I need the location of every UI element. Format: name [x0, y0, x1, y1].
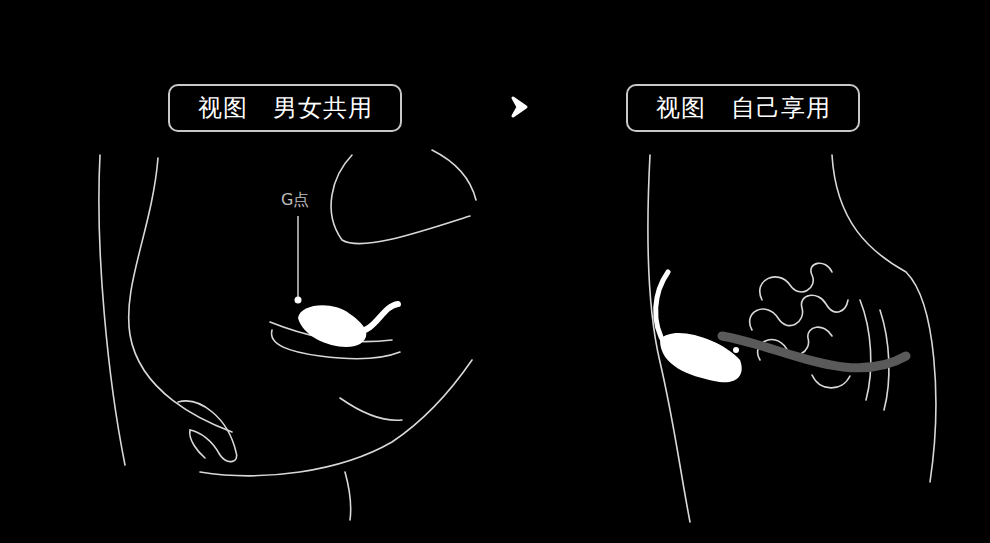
- callout-label: G点: [279, 190, 311, 209]
- view-label-box: 视图 男女共用: [168, 84, 402, 132]
- view-label-box: 视图 自己享用: [626, 84, 860, 132]
- view-label: 视图 自己享用: [656, 94, 831, 123]
- view-label: 视图 男女共用: [198, 94, 373, 123]
